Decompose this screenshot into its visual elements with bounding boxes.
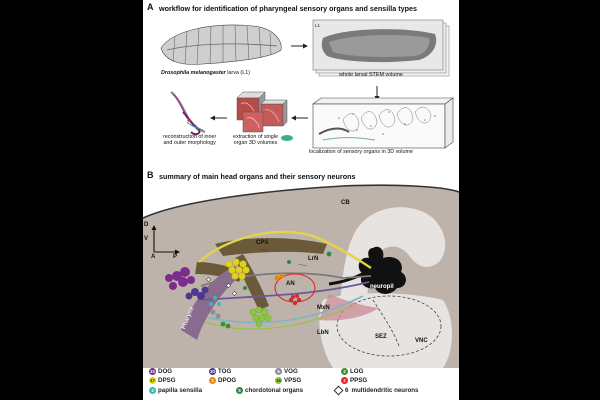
legend-label-vog: VOG	[284, 368, 298, 375]
localization-volume-image	[312, 97, 454, 149]
legend-count-papilla-sensilla: 3	[149, 387, 156, 394]
legend-count-tog: 30	[209, 368, 216, 375]
label-lbn: LbN	[317, 330, 329, 336]
legend-label-papilla-sensilla: papilla sensilla	[158, 387, 203, 394]
tog-organ	[185, 286, 209, 300]
cps	[215, 238, 327, 256]
orientation-axes	[153, 228, 177, 253]
panel-a-title: workflow for identification of pharyngea…	[159, 4, 418, 13]
legend-label-dog: DOG	[158, 368, 173, 375]
an-nerve	[200, 272, 372, 287]
axis-label-p: P	[173, 254, 178, 260]
chordotonal-organs	[243, 251, 332, 290]
log-organ	[220, 321, 231, 329]
larva-caption: Drosophila melanogaster larva (L1)	[161, 70, 250, 76]
multidendritic-diamond-icon	[333, 385, 344, 396]
legend-count-ppsg: 2	[341, 377, 348, 384]
panel-a-letter: A	[147, 2, 154, 12]
label-vnc: VNC	[415, 338, 428, 344]
legend-label-ppsg: PPSG	[350, 377, 368, 384]
larva-stage: larva (L1)	[225, 70, 250, 76]
label-sez: SEZ	[375, 334, 387, 340]
label-lrn: LrN	[308, 256, 319, 262]
legend-label-chordotonal-organs: chordotonal organs	[245, 387, 304, 394]
stem-caption: whole larval STEM volume	[339, 72, 403, 78]
figure: A workflow for identification of pharyng…	[143, 0, 459, 400]
lrn-nerve	[198, 230, 372, 269]
neuropil	[358, 246, 406, 294]
extraction-caption: extraction of single organ 3D volumes	[233, 134, 278, 147]
legend-count-chordotonal-organs: 5	[236, 387, 243, 394]
legend-count-log: 2	[341, 368, 348, 375]
localization-caption: localization of sensory organs in 3D vol…	[309, 149, 413, 155]
larva-species-name: Drosophila melanogaster	[161, 70, 226, 76]
legend-label-dpsg: DPSG	[158, 377, 176, 384]
dpog-organ	[274, 273, 285, 281]
legend-count-dpog: 2	[209, 377, 216, 384]
panel-b-title: summary of main head organs and their se…	[159, 172, 356, 181]
papilla-sensilla	[209, 296, 221, 306]
panel-a-illustrations: L1	[160, 19, 454, 149]
reconstruction-image	[170, 91, 206, 136]
reconstruction-caption-line-2: and outer morphology	[163, 140, 216, 147]
axis-label-a: A	[151, 254, 156, 260]
legend-count-dpsg: 17	[149, 377, 156, 384]
vog-organ	[210, 309, 221, 319]
extraction-volumes-image	[236, 91, 293, 141]
dog-organ	[165, 267, 195, 290]
label-neuropil: neuropil	[370, 284, 394, 290]
panel-b-letter: B	[147, 170, 154, 180]
axis-label-v: V	[144, 236, 149, 242]
legend-label-log: LOG	[350, 368, 364, 375]
extraction-caption-line-2: organ 3D volumes	[233, 140, 278, 147]
vpsg-organ	[249, 306, 272, 328]
legend-count-dog: 33	[149, 368, 156, 375]
label-cb: CB	[341, 200, 350, 206]
legend-label-multidendritic-neurons: multidendritic neurons	[351, 387, 419, 394]
mxn-nerve	[202, 281, 370, 301]
stem-volume-image	[312, 19, 450, 77]
label-mxn: MxN	[317, 305, 330, 311]
larva-image	[160, 24, 282, 65]
axis-label-d: D	[144, 222, 149, 228]
head-diagram	[143, 184, 459, 368]
label-an: AN	[286, 281, 295, 287]
legend-label-tog: TOG	[218, 368, 232, 375]
legend-count-vog: 6	[275, 368, 282, 375]
legend-label-dpog: DPOG	[218, 377, 237, 384]
legend-count-vpsg: 16	[275, 377, 282, 384]
legend-count-multidendritic-neurons: 6	[345, 387, 349, 394]
stem-tag: L1	[315, 23, 321, 28]
label-cps: CPS	[256, 240, 269, 246]
ppsg-organ	[288, 294, 302, 306]
extraction-caption-line-1: extraction of single	[233, 134, 278, 140]
dpsg-organ	[225, 258, 250, 280]
lbn-nerve	[208, 295, 364, 324]
multidendritic-neurons	[206, 277, 237, 296]
legend-label-vpsg: VPSG	[284, 377, 302, 384]
reconstruction-caption-line-1: reconstruction of inner	[163, 134, 217, 140]
reconstruction-caption: reconstruction of inner and outer morpho…	[163, 134, 216, 147]
